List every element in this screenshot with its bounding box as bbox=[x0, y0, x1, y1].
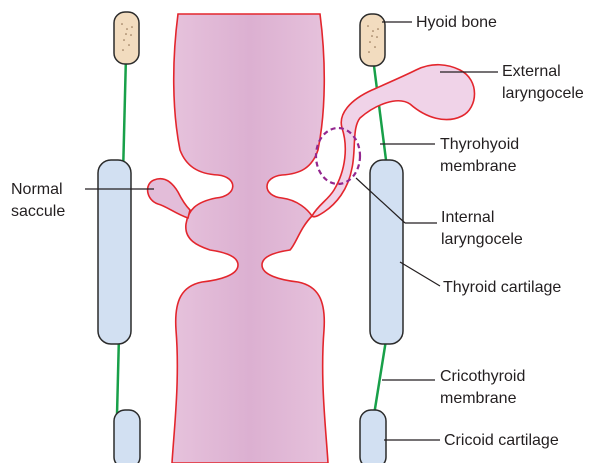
thyroid-cartilage-leader bbox=[400, 262, 440, 286]
label-hyoid-bone: Hyoid bone bbox=[416, 14, 497, 31]
label-internal-laryngocele: Internal laryngocele bbox=[441, 209, 523, 248]
label-external-laryngocele-line2: laryngocele bbox=[502, 85, 584, 102]
cricothyroid-membrane-line bbox=[374, 340, 386, 415]
label-thyrohyoid-membrane: Thyrohyoid membrane bbox=[440, 136, 524, 175]
label-thyroid-cartilage: Thyroid cartilage bbox=[443, 279, 561, 296]
left-hyoid-bone bbox=[114, 12, 139, 64]
label-internal-laryngocele-line1: Internal bbox=[441, 209, 494, 226]
right-hyoid-bone bbox=[360, 14, 385, 66]
label-normal-saccule: Normal saccule bbox=[11, 181, 67, 220]
label-normal-saccule-line1: Normal bbox=[11, 181, 63, 198]
normal-saccule bbox=[148, 179, 190, 218]
label-cricothyroid-membrane-line1: Cricothyroid bbox=[440, 368, 525, 385]
label-cricothyroid-membrane: Cricothyroid membrane bbox=[440, 368, 530, 407]
label-external-laryngocele-line1: External bbox=[502, 63, 561, 80]
label-external-laryngocele: External laryngocele bbox=[502, 63, 584, 102]
label-internal-laryngocele-line2: laryngocele bbox=[441, 231, 523, 248]
left-thyroid-cartilage bbox=[98, 160, 131, 344]
right-thyroid-cartilage bbox=[370, 160, 403, 344]
label-normal-saccule-line2: saccule bbox=[11, 203, 65, 220]
label-cricothyroid-membrane-line2: membrane bbox=[440, 390, 517, 407]
airway-lumen bbox=[172, 14, 328, 463]
label-cricoid-cartilage: Cricoid cartilage bbox=[444, 432, 559, 449]
label-thyrohyoid-membrane-line2: membrane bbox=[440, 158, 517, 175]
left-cricoid-cartilage bbox=[114, 410, 140, 463]
label-thyrohyoid-membrane-line1: Thyrohyoid bbox=[440, 136, 519, 153]
thyrohyoid-membrane-line bbox=[373, 58, 386, 160]
right-cricoid-cartilage bbox=[360, 410, 386, 463]
